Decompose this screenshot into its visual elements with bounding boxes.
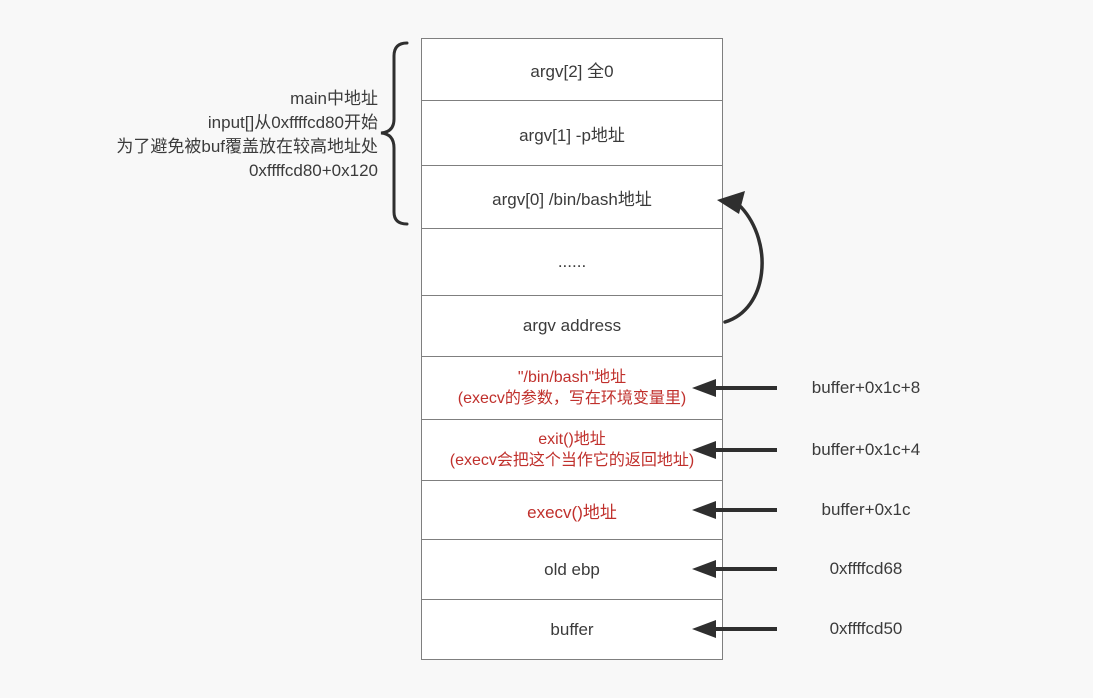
cell-label: argv[1] -p地址	[519, 125, 625, 145]
cell-sublabel: (execv会把这个当作它的返回地址)	[449, 452, 695, 469]
cell-label: execv()地址	[527, 502, 617, 522]
cell-label: ......	[557, 252, 587, 271]
annotation-line: input[]从0xffffcd80开始	[207, 113, 378, 132]
annotation-line: main中地址	[290, 89, 378, 108]
annotation-line: 0xffffcd80+0x120	[248, 161, 378, 180]
cell-label: argv[2] 全0	[530, 62, 614, 81]
stack-cell-argv-address: argv address	[422, 296, 722, 357]
cell-label: "/bin/bash"地址	[517, 369, 627, 386]
pointer-label-0xffffcd68: 0xffffcd68	[829, 559, 903, 578]
annotation-line: 为了避免被buf覆盖放在较高地址处	[116, 137, 378, 156]
main-address-annotation: main中地址 input[]从0xffffcd80开始 为了避免被buf覆盖放…	[0, 87, 378, 183]
curved-arrow	[723, 205, 764, 324]
stack-cell-buffer: buffer	[422, 600, 722, 659]
left-brace-icon	[380, 41, 409, 226]
stack-cell-binbash-address: "/bin/bash"地址 (execv的参数，写在环境变量里)	[422, 357, 722, 420]
pointer-label-buffer-0x1c: buffer+0x1c	[821, 500, 911, 519]
stack-cell-exit-address: exit()地址 (execv会把这个当作它的返回地址)	[422, 420, 722, 481]
stack-cell-old-ebp: old ebp	[422, 540, 722, 600]
cell-label: old ebp	[544, 559, 600, 579]
cell-label: argv[0] /bin/bash地址	[492, 189, 652, 209]
cell-sublabel: (execv的参数，写在环境变量里)	[457, 390, 687, 407]
pointer-label-buffer-0x1c-4: buffer+0x1c+4	[811, 440, 921, 459]
stack-cell-argv1: argv[1] -p地址	[422, 101, 722, 166]
stack-cell-argv2: argv[2] 全0	[422, 39, 722, 101]
stack-cell-ellipsis: ......	[422, 229, 722, 296]
stack-cell-execv-address: execv()地址	[422, 481, 722, 540]
pointer-label-0xffffcd50: 0xffffcd50	[829, 619, 903, 638]
stack-memory-box: argv[2] 全0 argv[1] -p地址 argv[0] /bin/bas…	[421, 38, 723, 660]
stack-cell-argv0: argv[0] /bin/bash地址	[422, 166, 722, 229]
pointer-label-buffer-0x1c-8: buffer+0x1c+8	[811, 378, 921, 397]
cell-label: argv address	[522, 316, 622, 335]
cell-label: buffer	[550, 619, 594, 639]
cell-label: exit()地址	[538, 431, 606, 448]
